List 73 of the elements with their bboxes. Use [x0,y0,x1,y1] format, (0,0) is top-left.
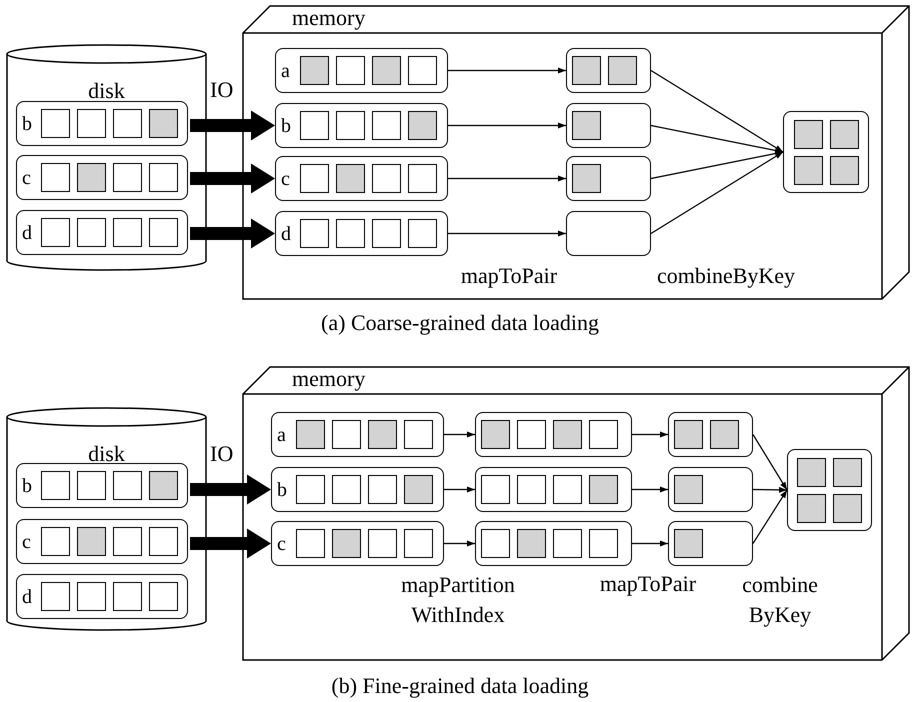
partition-box [566,156,651,201]
arrow [444,432,475,438]
arrow [632,432,668,438]
block-arrow [190,218,275,248]
partition-key: c [22,532,34,552]
partition-box [16,463,188,508]
arrow [650,150,784,180]
partition-box [475,412,632,457]
partition-box [16,210,188,255]
result-box [787,449,872,531]
block-arrow [190,110,275,140]
arrow [444,540,475,546]
arrow [448,230,566,236]
arrow [650,151,784,234]
io-label: IO [210,440,234,468]
partition-key: c [281,168,293,188]
operation-label: mapToPair [598,570,698,598]
partition-box [271,467,444,512]
arrow [632,486,668,492]
result-box [783,111,869,193]
operation-label: combineByKey [656,262,796,290]
partition-box [475,467,632,512]
partition-box [668,467,753,512]
arrow [448,122,566,128]
arrow [444,486,475,492]
operation-label: mapToPair [460,262,558,290]
arrow [650,70,784,153]
partition-key: b [22,476,34,496]
memory-label: memory [292,366,366,392]
partition-box [668,412,753,457]
memory-label: memory [292,5,366,31]
partition-key: b [277,480,289,500]
partition-box [566,48,651,93]
partition-key: c [277,534,289,554]
arrow [753,486,787,493]
arrow [752,490,788,544]
partition-key: a [277,424,289,444]
partition-key: d [22,586,34,606]
partition-box [566,103,651,148]
partition-key: d [22,222,34,242]
arrow [448,176,566,182]
partition-box [271,521,444,566]
partition-key: b [22,114,34,134]
partition-box [275,103,448,148]
partition-box [566,211,651,256]
io-label: IO [210,76,234,104]
arrow [650,124,784,154]
block-arrow [190,164,275,194]
partition-box [16,155,188,200]
disk-label: disk [87,441,126,467]
partition-key: a [281,60,293,80]
partition-box [275,48,448,93]
partition-box [475,521,632,566]
caption: (b) Fine-grained data loading [330,672,590,700]
disk-label: disk [87,78,126,104]
block-arrow [190,528,271,558]
operation-label: combine ByKey [741,571,819,629]
partition-key: c [22,168,34,188]
partition-key: d [281,224,293,244]
arrow [448,68,566,74]
arrow [752,434,788,490]
arrow [632,540,668,546]
operation-label: mapPartition WithIndex [400,571,516,629]
block-arrow [190,474,271,504]
partition-box [275,211,448,256]
caption: (a) Coarse-grained data loading [320,309,600,337]
partition-box [16,519,188,564]
partition-box [668,521,753,566]
partition-box [271,412,444,457]
partition-key: b [281,116,293,136]
partition-box [16,101,188,146]
partition-box [275,156,448,201]
partition-box [16,574,188,619]
